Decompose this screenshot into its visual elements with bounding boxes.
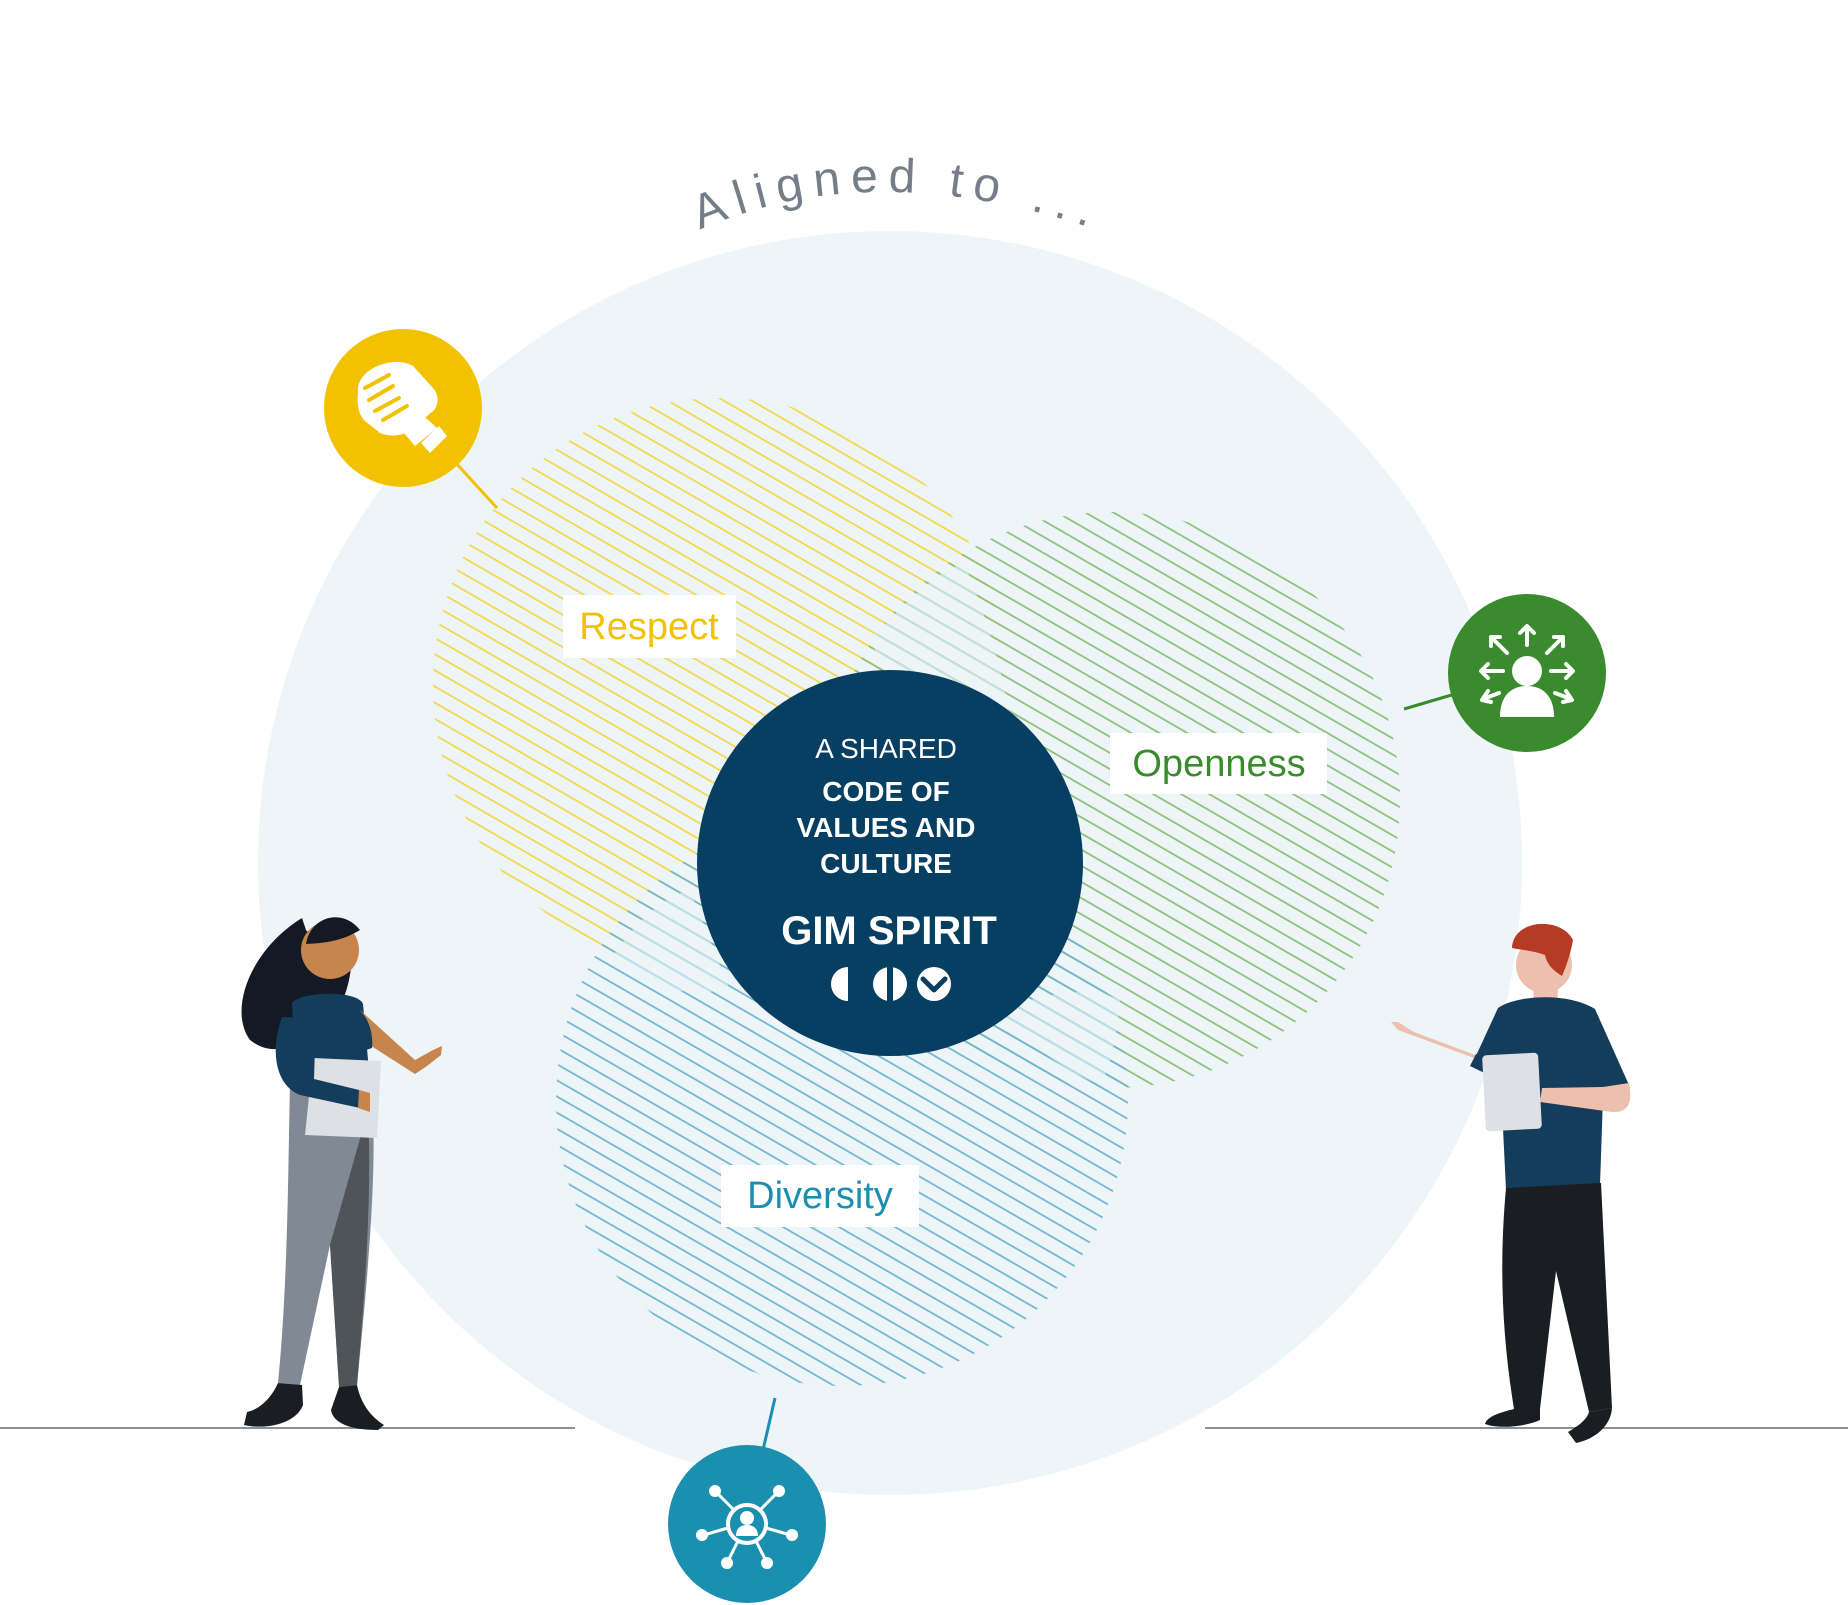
center-circle	[697, 670, 1083, 1056]
openness-connector	[1403, 692, 1456, 711]
man-illustration	[1391, 923, 1631, 1443]
diversity-connector	[761, 1397, 777, 1451]
diversity-label-bg	[721, 1165, 919, 1227]
person-arrows-outward-icon	[1479, 624, 1575, 717]
woman-illustration	[241, 917, 442, 1430]
gim-logo-icon	[831, 967, 951, 1001]
center-line-3: VALUES AND	[797, 812, 976, 843]
arc-heading-text: Aligned to ...	[685, 150, 1101, 241]
openness-label-bg	[1110, 733, 1327, 794]
fist-bump-icon	[357, 362, 447, 453]
openness-icon-badge	[1448, 594, 1606, 752]
overlap-bottom-right	[1000, 992, 1120, 1085]
person-network-icon	[696, 1485, 798, 1569]
respect-connector	[453, 460, 499, 510]
openness-label: Openness	[1132, 743, 1305, 785]
respect-label: Respect	[579, 606, 719, 648]
center-line-4: CULTURE	[820, 848, 952, 879]
respect-label-bg	[563, 595, 736, 658]
diversity-label: Diversity	[747, 1175, 893, 1217]
respect-icon-badge	[324, 329, 482, 487]
center-line-2: CODE OF	[822, 776, 950, 807]
center-brand: GIM SPIRIT	[781, 909, 997, 953]
arc-heading: Aligned to ...	[685, 150, 1111, 241]
diversity-icon-badge	[668, 1445, 826, 1603]
overlap-bottom-left	[610, 890, 730, 992]
center-line-1: A SHARED	[815, 733, 957, 764]
